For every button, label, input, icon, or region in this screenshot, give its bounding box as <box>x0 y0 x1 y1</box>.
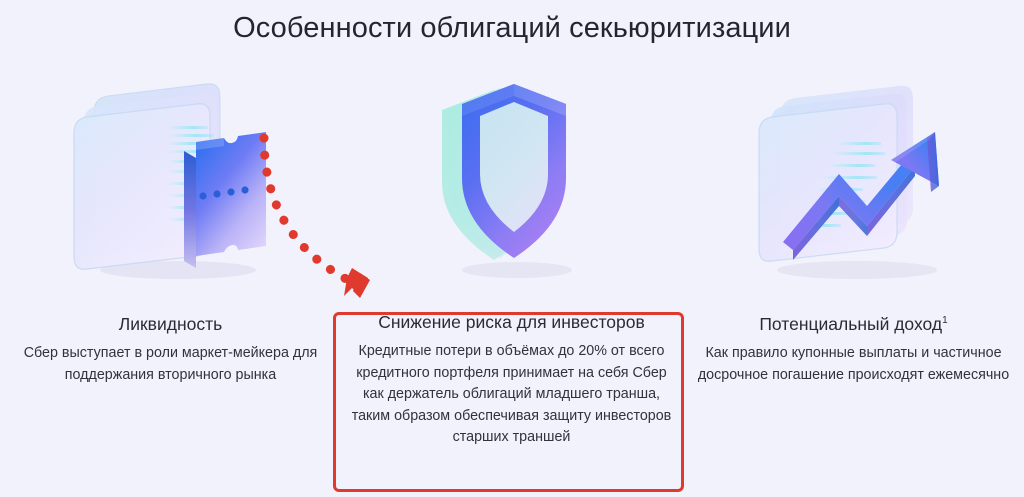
red-dotted-arrow <box>248 128 408 318</box>
icon-container-potential-income <box>683 74 1024 304</box>
footnote-marker: 1 <box>942 315 948 327</box>
column-heading-potential-income: Потенциальный доход1 <box>689 312 1018 336</box>
feature-column-potential-income: Потенциальный доход1 Как правило купонны… <box>683 60 1024 497</box>
column-text-risk-reduction: Снижение риска для инвесторов Кредитные … <box>341 310 682 449</box>
icon-container-liquidity <box>0 74 341 304</box>
feature-columns: Ликвидность Сбер выступает в роли маркет… <box>0 60 1024 497</box>
growth-arrow-chart-icon <box>739 74 969 294</box>
feature-column-liquidity: Ликвидность Сбер выступает в роли маркет… <box>0 60 341 497</box>
feature-column-risk-reduction: Снижение риска для инвесторов Кредитные … <box>341 60 682 497</box>
column-heading-liquidity: Ликвидность <box>118 314 223 334</box>
card-stack-ticket-icon <box>56 74 286 294</box>
page-title: Особенности облигаций секьюритизации <box>233 12 791 44</box>
shield-icon <box>422 74 602 294</box>
column-heading-risk-reduction: Снижение риска для инвесторов <box>378 312 645 332</box>
column-heading-potential-income-text: Потенциальный доход <box>759 314 943 334</box>
column-body-potential-income: Как правило купонные выплаты и частичное… <box>697 345 1010 383</box>
column-body-liquidity: Сбер выступает в роли маркет-мейкера для… <box>23 345 318 383</box>
column-body-risk-reduction: Кредитные потери в объёмах до 20% от все… <box>351 343 672 445</box>
column-text-liquidity: Ликвидность Сбер выступает в роли маркет… <box>0 312 341 386</box>
column-text-potential-income: Потенциальный доход1 Как правило купонны… <box>683 312 1024 386</box>
icon-container-risk-reduction <box>341 74 682 304</box>
